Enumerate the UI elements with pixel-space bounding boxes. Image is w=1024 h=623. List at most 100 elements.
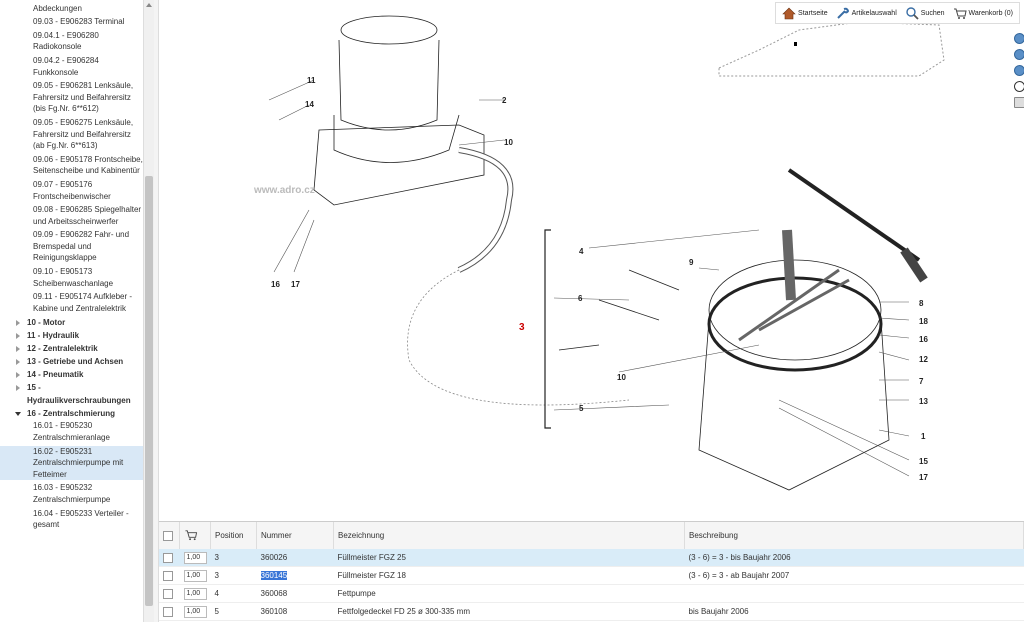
- callout-label[interactable]: 18: [919, 317, 928, 326]
- column-header-name[interactable]: Bezeichnung: [333, 522, 685, 549]
- callout-label[interactable]: 11: [307, 76, 316, 85]
- row-checkbox[interactable]: [163, 552, 173, 563]
- callout-label[interactable]: 17: [291, 280, 300, 289]
- home-button[interactable]: Startseite: [779, 7, 831, 20]
- cell-position-cell: 5: [210, 602, 257, 621]
- quantity-input[interactable]: 1,00: [183, 605, 207, 618]
- panel-splitter[interactable]: [154, 0, 159, 622]
- quantity-input[interactable]: 1,00: [183, 587, 207, 600]
- row-checkbox-cell[interactable]: [159, 549, 180, 567]
- callout-label[interactable]: 8: [919, 299, 924, 308]
- row-checkbox[interactable]: [163, 570, 173, 581]
- callout-label[interactable]: 1: [921, 432, 926, 441]
- expand-open-icon[interactable]: [15, 412, 21, 417]
- callout-label[interactable]: 2: [502, 96, 507, 105]
- expand-closed-icon[interactable]: [16, 346, 20, 353]
- quantity-input[interactable]: 1,00: [183, 551, 207, 564]
- tree-node-item[interactable]: 09.11 - E905174 Aufkleber - Kabine und Z…: [0, 291, 143, 314]
- callout-label[interactable]: 15: [919, 457, 928, 466]
- tree-node-item[interactable]: 09.04.1 - E906280 Radiokonsole: [0, 30, 143, 53]
- callout-label[interactable]: 6: [578, 294, 583, 303]
- tree-node-item[interactable]: 09.09 - E906282 Fahr- und Bremspedal und…: [0, 229, 143, 264]
- column-header-description[interactable]: Beschreibung: [684, 522, 1024, 549]
- reservoir-top: [340, 15, 438, 45]
- row-checkbox[interactable]: [163, 606, 173, 617]
- tree-node-category[interactable]: 12 - Zentralelektrik: [0, 342, 143, 355]
- quantity-input-cell[interactable]: 1,00: [179, 549, 211, 567]
- tree-node-item[interactable]: 09.04.2 - E906284 Funkkonsole: [0, 55, 143, 78]
- scrollbar-thumb[interactable]: [145, 176, 153, 606]
- callout-label[interactable]: 17: [919, 473, 928, 482]
- zoom-in-icon[interactable]: [1014, 33, 1024, 44]
- tree-node-item[interactable]: 16.01 - E905230 Zentralschmieranlage: [0, 420, 143, 443]
- tree-node-item[interactable]: 09.08 - E906285 Spiegelhalter und Arbeit…: [0, 204, 143, 227]
- callout-label[interactable]: 13: [919, 397, 928, 406]
- scroll-up-arrow-icon[interactable]: [146, 3, 152, 7]
- cell-description-cell: bis Baujahr 2006: [684, 602, 1024, 621]
- callout-label[interactable]: 14: [305, 100, 314, 109]
- callout-label[interactable]: 16: [919, 335, 928, 344]
- quantity-input[interactable]: 1,00: [183, 569, 207, 582]
- tree-node-item[interactable]: 09.06 - E905178 Frontscheibe, Seitensche…: [0, 154, 143, 177]
- tree-node-label: Frischtmittel, Einbauen und Abdeckungen: [33, 0, 130, 13]
- callout-label[interactable]: 9: [689, 258, 694, 267]
- search-button[interactable]: Suchen: [902, 6, 948, 20]
- callout-label[interactable]: 10: [504, 138, 513, 147]
- pump-column: [782, 229, 796, 301]
- expand-closed-icon[interactable]: [16, 359, 20, 366]
- select-all-header[interactable]: [159, 522, 180, 549]
- tree-node-item[interactable]: 16.03 - E905232 Zentralschmierpumpe: [0, 482, 143, 505]
- quantity-input-cell[interactable]: 1,00: [179, 584, 211, 603]
- tree-node-category[interactable]: 15 - Hydraulikverschraubungen: [0, 381, 143, 407]
- tree-node-category[interactable]: 10 - Motor: [0, 316, 143, 329]
- tree-node-category[interactable]: 13 - Getriebe und Achsen: [0, 355, 143, 368]
- callout-label[interactable]: 5: [579, 404, 584, 413]
- fit-view-icon[interactable]: [1014, 97, 1024, 108]
- expand-closed-icon[interactable]: [16, 372, 20, 379]
- row-checkbox-cell[interactable]: [159, 566, 180, 585]
- expand-closed-icon[interactable]: [16, 320, 20, 327]
- sidebar-scrollbar[interactable]: [143, 0, 154, 622]
- row-checkbox[interactable]: [163, 588, 173, 599]
- tree-node-item[interactable]: Frischtmittel, Einbauen und Abdeckungen: [0, 0, 143, 14]
- tree-node-item[interactable]: 09.05 - E906275 Lenksäule, Fahrersitz un…: [0, 117, 143, 152]
- reservoir-base: [333, 114, 460, 163]
- callout-label[interactable]: 7: [919, 377, 924, 386]
- tree-node-selected[interactable]: 16.02 - E905231 Zentralschmierpumpe mit …: [0, 445, 143, 481]
- select-all-checkbox[interactable]: [163, 530, 173, 541]
- pump-lever: [787, 168, 921, 262]
- article-select-button[interactable]: Artikelauswahl: [833, 7, 900, 20]
- zoom-out-icon[interactable]: [1014, 49, 1024, 60]
- callout-label[interactable]: 12: [919, 355, 928, 364]
- expand-closed-icon[interactable]: [16, 385, 20, 392]
- pan-icon[interactable]: [1014, 65, 1024, 76]
- tree-node-category[interactable]: 14 - Pneumatik: [0, 368, 143, 381]
- column-header-position[interactable]: Position: [210, 522, 257, 549]
- tree-node-label: 09.03 - E906283 Terminal: [33, 17, 125, 27]
- quantity-input-cell[interactable]: 1,00: [179, 602, 211, 621]
- tree-node-item[interactable]: 09.10 - E905173 Scheibenwaschanlage: [0, 266, 143, 289]
- crosshair-icon[interactable]: [1014, 81, 1024, 92]
- tree-node-item[interactable]: 16.04 - E905233 Verteiler - gesamt: [0, 508, 143, 531]
- expand-closed-icon[interactable]: [16, 333, 20, 340]
- tree-node-category[interactable]: 16 - Zentralschmierung: [0, 407, 143, 420]
- callout-label[interactable]: 4: [579, 247, 584, 256]
- callout-label[interactable]: 10: [617, 373, 626, 382]
- callout-label[interactable]: 3: [519, 322, 525, 333]
- callout-label[interactable]: 16: [271, 280, 280, 289]
- hose-path: [407, 269, 630, 406]
- tree-node-item[interactable]: 09.05 - E906281 Lenksäule, Fahrersitz un…: [0, 80, 143, 115]
- home-label: Startseite: [798, 9, 828, 17]
- row-checkbox-cell[interactable]: [159, 584, 180, 603]
- tree-node-item[interactable]: 09.07 - E905176 Frontscheibenwischer: [0, 179, 143, 202]
- tree-node-category[interactable]: 11 - Hydraulik: [0, 329, 143, 342]
- row-checkbox-cell[interactable]: [159, 602, 180, 621]
- column-header-number[interactable]: Nummer: [256, 522, 334, 549]
- quantity-input-cell[interactable]: 1,00: [179, 566, 211, 585]
- cart-button[interactable]: Warenkorb (0): [950, 7, 1016, 20]
- tree-node-item[interactable]: 09.03 - E906283 Terminal: [0, 16, 143, 28]
